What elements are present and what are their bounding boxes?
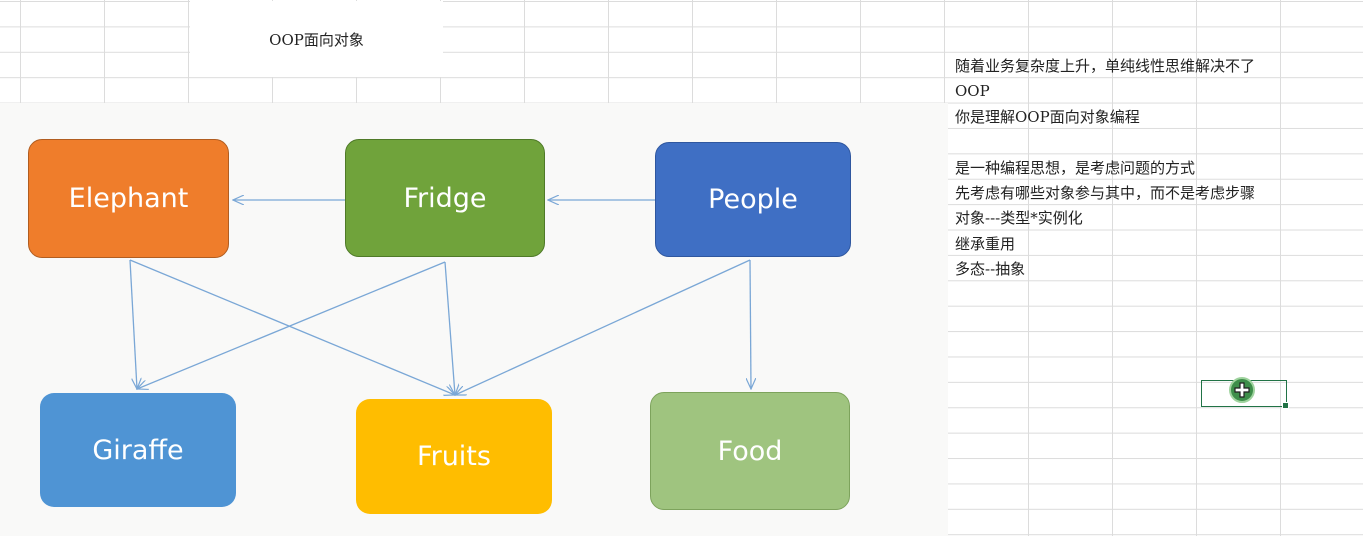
arrow-elephant-to-fruits — [129, 259, 455, 395]
arrow-elephant-to-giraffe — [129, 259, 137, 389]
box-fruits-label: Fruits — [417, 441, 491, 472]
note-cell[interactable]: 是一种编程思想，是考虑问题的方式 — [955, 158, 1196, 177]
note-cell[interactable]: 多态--抽象 — [955, 260, 1026, 279]
box-fridge[interactable]: Fridge — [345, 139, 545, 257]
diagram-arrows — [129, 0, 948, 536]
note-cell[interactable]: 继承重用 — [955, 234, 1016, 253]
box-elephant[interactable]: Elephant — [28, 139, 229, 258]
box-food[interactable]: Food — [650, 392, 850, 510]
box-giraffe-label: Giraffe — [92, 434, 184, 466]
box-fridge-label: Fridge — [403, 182, 487, 214]
arrow-people-to-fruits — [455, 259, 751, 395]
arrow-fridge-to-giraffe — [137, 261, 446, 389]
note-cell[interactable]: 随着业务复杂度上升，单纯线性思维解决不了 — [955, 57, 1256, 75]
box-elephant-label: Elephant — [68, 183, 189, 214]
note-cell[interactable]: 你是理解OOP面向对象编程 — [955, 107, 1140, 126]
arrow-fridge-to-fruits — [444, 261, 455, 395]
cell-select-cursor-icon — [1229, 377, 1255, 403]
note-cell[interactable]: OOP — [955, 82, 990, 101]
plus-cross-icon — [1234, 382, 1250, 398]
box-people[interactable]: People — [655, 142, 851, 257]
note-cell[interactable]: 先考虑有哪些对象参与其中，而不是考虑步骤 — [955, 183, 1256, 202]
title-cell[interactable]: OOP面向对象 — [190, 1, 443, 77]
note-cell[interactable] — [949, 130, 1363, 155]
box-people-label: People — [708, 184, 798, 215]
box-giraffe[interactable]: Giraffe — [40, 393, 236, 507]
note-cell[interactable]: 对象---类型*实例化 — [955, 209, 1083, 228]
box-fruits[interactable]: Fruits — [356, 399, 552, 514]
title-cell-text: OOP面向对象 — [269, 30, 364, 49]
arrow-people-to-food — [750, 259, 751, 389]
box-food-label: Food — [717, 435, 783, 467]
notes-column: 随着业务复杂度上升，单纯线性思维解决不了 OOP 你是理解OOP面向对象编程 是… — [949, 54, 1363, 283]
